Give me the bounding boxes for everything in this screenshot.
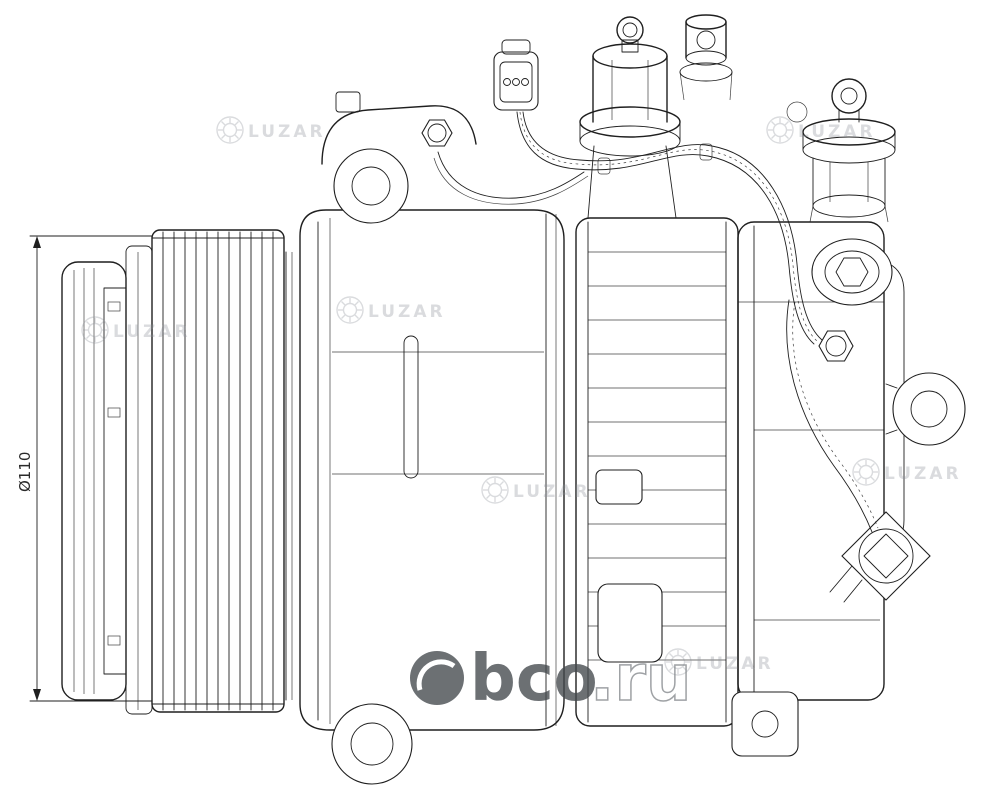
- mounting-lug-right: [885, 372, 966, 446]
- suction-port: [579, 16, 681, 219]
- control-valve-assembly: [786, 78, 896, 223]
- rear-foot: [731, 691, 799, 757]
- pulley: [61, 229, 285, 715]
- dimension-annotation: Ø110: [16, 235, 153, 702]
- front-housing: [285, 209, 565, 731]
- luzar-watermark: [852, 458, 963, 486]
- wiring-harness: [433, 111, 879, 533]
- mounting-ear-bottom: [331, 703, 413, 785]
- site-watermark-suffix: .ru: [590, 642, 691, 716]
- luzar-watermark: [481, 476, 592, 504]
- dimension-label: Ø110: [16, 452, 34, 492]
- site-watermark-swirl: [416, 659, 456, 691]
- site-watermark: bco .ru: [410, 641, 692, 717]
- mounting-ear-top: [333, 148, 409, 224]
- top-bracket: [321, 91, 477, 165]
- discharge-port: [679, 14, 733, 101]
- electrical-connector: [493, 39, 539, 111]
- rear-cylinder-block: [575, 217, 739, 727]
- compressor-drawing: Ø110: [16, 14, 966, 785]
- luzar-watermark: [336, 296, 447, 324]
- service-port: [811, 238, 893, 306]
- luzar-watermark: [216, 116, 327, 144]
- site-watermark-text: bco: [470, 642, 598, 716]
- hex-bolt: [818, 330, 854, 362]
- sensor-connector: [829, 511, 931, 603]
